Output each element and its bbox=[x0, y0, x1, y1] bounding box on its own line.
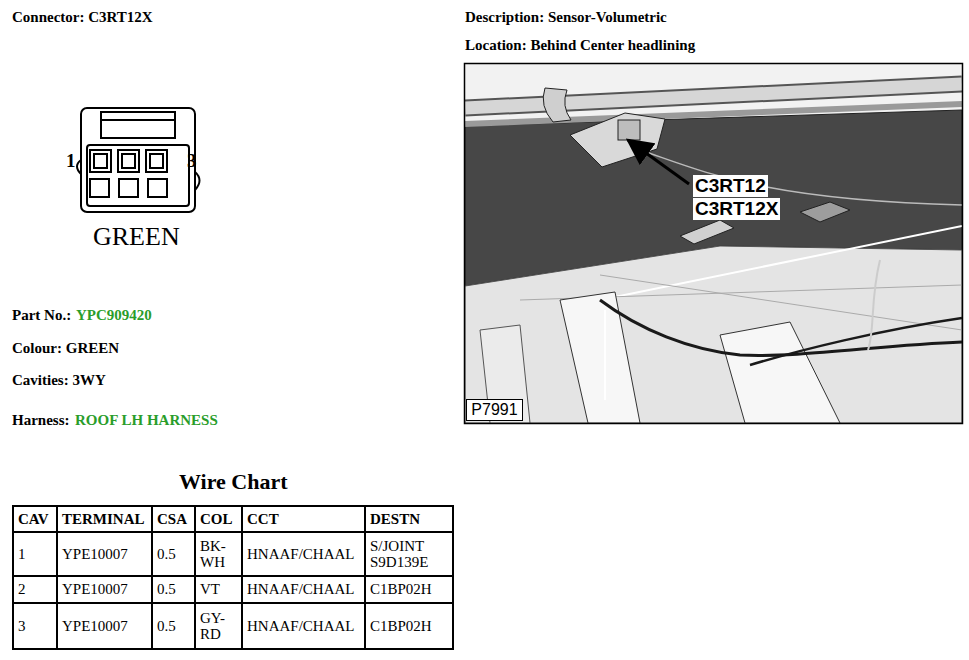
cavity bbox=[94, 154, 107, 168]
table-cell: 0.5 bbox=[154, 578, 193, 601]
harness-name: ROOF LH HARNESS bbox=[75, 412, 218, 429]
cavity bbox=[148, 179, 167, 197]
cavity bbox=[150, 154, 163, 168]
wire bbox=[868, 260, 880, 350]
side-rib bbox=[77, 160, 81, 174]
table-cell: YPE10007 bbox=[59, 605, 150, 647]
cavity bbox=[90, 179, 109, 197]
field-label: Part No.: bbox=[12, 307, 71, 324]
leader-arrow bbox=[628, 140, 689, 184]
roof-rail bbox=[465, 104, 962, 124]
row-line bbox=[13, 602, 453, 604]
cavity bbox=[90, 150, 111, 172]
location-field: Location: Behind Center headlining bbox=[465, 37, 695, 54]
table-header: CAV bbox=[15, 508, 55, 530]
table-header: CSA bbox=[154, 508, 193, 530]
clip bbox=[543, 88, 571, 122]
field-label: Harness: bbox=[12, 412, 70, 429]
table-header: TERMINAL bbox=[59, 508, 150, 530]
column-line bbox=[364, 506, 366, 649]
table-cell: YPE10007 bbox=[59, 534, 150, 574]
cavities-field: Cavities: 3WY bbox=[12, 372, 106, 389]
pin-number: 1 bbox=[66, 150, 76, 172]
cavity bbox=[118, 150, 139, 172]
photo-frame bbox=[465, 64, 963, 424]
roof-bow bbox=[600, 275, 962, 330]
connector-field: Connector: C3RT12X bbox=[12, 9, 153, 26]
table-cell: 2 bbox=[15, 578, 55, 601]
table-cell: HNAAF/CHAAL bbox=[244, 605, 363, 647]
color-label: GREEN bbox=[93, 222, 180, 252]
column-line bbox=[194, 506, 196, 649]
table-cell: HNAAF/CHAAL bbox=[244, 578, 363, 601]
wire bbox=[600, 226, 962, 300]
table-cell: GY-RD bbox=[197, 605, 240, 647]
cavity-frame bbox=[87, 145, 189, 206]
row-line bbox=[13, 531, 453, 533]
table-cell: BK-WH bbox=[197, 534, 240, 574]
sensor-bracket bbox=[570, 113, 665, 167]
table-header: CCT bbox=[244, 508, 363, 530]
column-line bbox=[241, 506, 243, 649]
side-rib bbox=[195, 172, 200, 190]
pillar bbox=[560, 292, 640, 423]
colour-field: Colour: GREEN bbox=[12, 340, 119, 357]
wire bbox=[604, 310, 606, 400]
description-field: Description: Sensor-Volumetric bbox=[465, 9, 667, 26]
table-grid bbox=[13, 506, 453, 649]
table-cell: C1BP02H bbox=[367, 578, 451, 601]
photo-ground bbox=[465, 64, 962, 423]
connector-housing bbox=[81, 108, 195, 212]
table-cell: S/JOINT S9D139E bbox=[367, 534, 451, 574]
table-header: DESTN bbox=[367, 508, 451, 530]
cavity bbox=[119, 179, 138, 197]
table-cell: 0.5 bbox=[154, 534, 193, 574]
table-border bbox=[13, 506, 453, 649]
table-cell: VT bbox=[197, 578, 240, 601]
roof-bracket bbox=[680, 220, 734, 244]
callout-label: C3RT12 bbox=[693, 175, 768, 197]
callout-label: C3RT12X bbox=[693, 198, 780, 220]
table-header: COL bbox=[197, 508, 240, 530]
vehicle-roof-illustration bbox=[465, 64, 962, 423]
roof-bracket bbox=[800, 202, 850, 222]
latch-line bbox=[101, 119, 175, 121]
pillar bbox=[720, 322, 840, 423]
table-cell: 3 bbox=[15, 605, 55, 647]
table-cell: HNAAF/CHAAL bbox=[244, 534, 363, 574]
cavity bbox=[146, 150, 167, 172]
column-line bbox=[151, 506, 153, 649]
figure-number-box: P7991 bbox=[466, 399, 523, 421]
table-cell: 1 bbox=[15, 534, 55, 574]
cavity bbox=[122, 154, 135, 168]
figure-number: P7991 bbox=[471, 401, 517, 419]
wire bbox=[640, 150, 962, 205]
column-line bbox=[56, 506, 58, 649]
table-cell: 0.5 bbox=[154, 605, 193, 647]
table-title: Wire Chart bbox=[179, 469, 288, 494]
pin-number: 3 bbox=[187, 150, 197, 172]
part-number: YPC909420 bbox=[76, 307, 152, 324]
headliner bbox=[465, 246, 962, 423]
table-cell: YPE10007 bbox=[59, 578, 150, 601]
connector-face bbox=[77, 108, 200, 212]
sensor-connector bbox=[618, 120, 640, 140]
row-line bbox=[13, 575, 453, 577]
wire-harness bbox=[750, 318, 962, 365]
connector-latch bbox=[101, 112, 175, 138]
table-cell: C1BP02H bbox=[367, 605, 451, 647]
